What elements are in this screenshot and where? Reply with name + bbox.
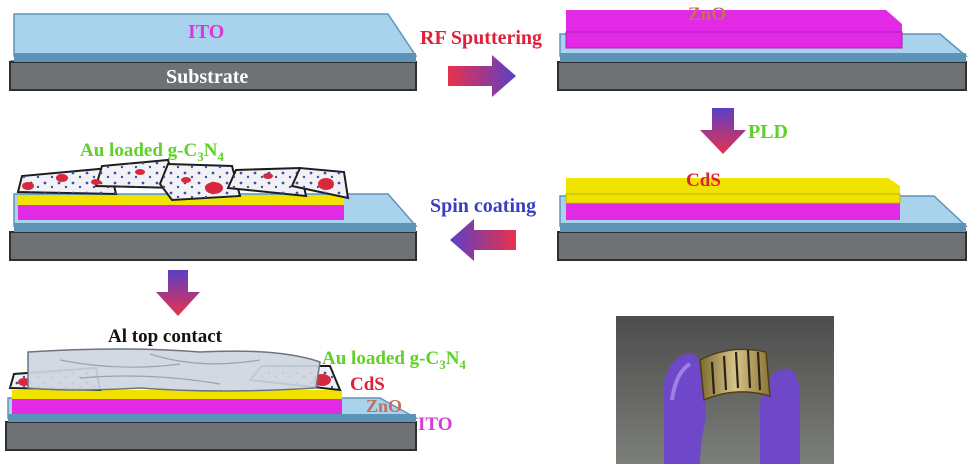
step2-substrate [558,62,966,90]
final-cds-layer [12,390,342,399]
step4-device [10,160,416,260]
arrow-down-2 [156,270,200,316]
final-zno-layer [12,398,342,414]
step2-ito-edge [560,53,966,62]
step4-ito-edge [14,223,416,232]
step4-au-label-sub2: 4 [217,149,224,164]
step3-substrate [558,232,966,260]
step2-zno-label: ZnO [688,4,726,25]
final-au-label-prefix: Au loaded g-C [322,348,439,369]
step3-zno-layer [566,202,900,220]
al-top-contact-label: Al top contact [108,326,223,347]
arrow-right-1 [448,55,516,97]
step4-au-label: Au loaded g-C3N4 [80,140,224,164]
step2-device [558,10,966,90]
step3-cds-front [566,194,900,203]
flexible-device-photo [616,316,834,464]
pld-label: PLD [748,121,788,143]
step4-au-label-mid: N [204,140,218,161]
step2-zno-front [566,32,902,48]
final-ito-edge [8,414,416,422]
final-al-top-contact [28,349,320,391]
final-substrate [6,422,416,450]
arrow-left-1 [450,219,516,261]
step4-au-label-prefix: Au loaded g-C [80,140,197,161]
rf-sputtering-label: RF Sputtering [420,27,542,49]
final-au-label-sub2: 4 [459,357,466,372]
final-cds-label: CdS [350,374,385,395]
final-ito-label: ITO [418,414,453,435]
step3-ito-edge [560,223,966,232]
step4-substrate [10,232,416,260]
final-au-label: Au loaded g-C3N4 [322,348,466,372]
spin-coating-label: Spin coating [430,195,536,217]
step1-substrate-label: Substrate [166,66,248,88]
final-au-label-mid: N [446,348,460,369]
step3-device [558,178,966,260]
step1-ito-label: ITO [188,21,224,43]
final-zno-label: ZnO [366,396,402,416]
arrow-down-1 [700,108,746,154]
step3-cds-label: CdS [686,170,721,191]
step1-ito-edge [14,53,416,62]
step4-zno-layer [18,204,344,220]
